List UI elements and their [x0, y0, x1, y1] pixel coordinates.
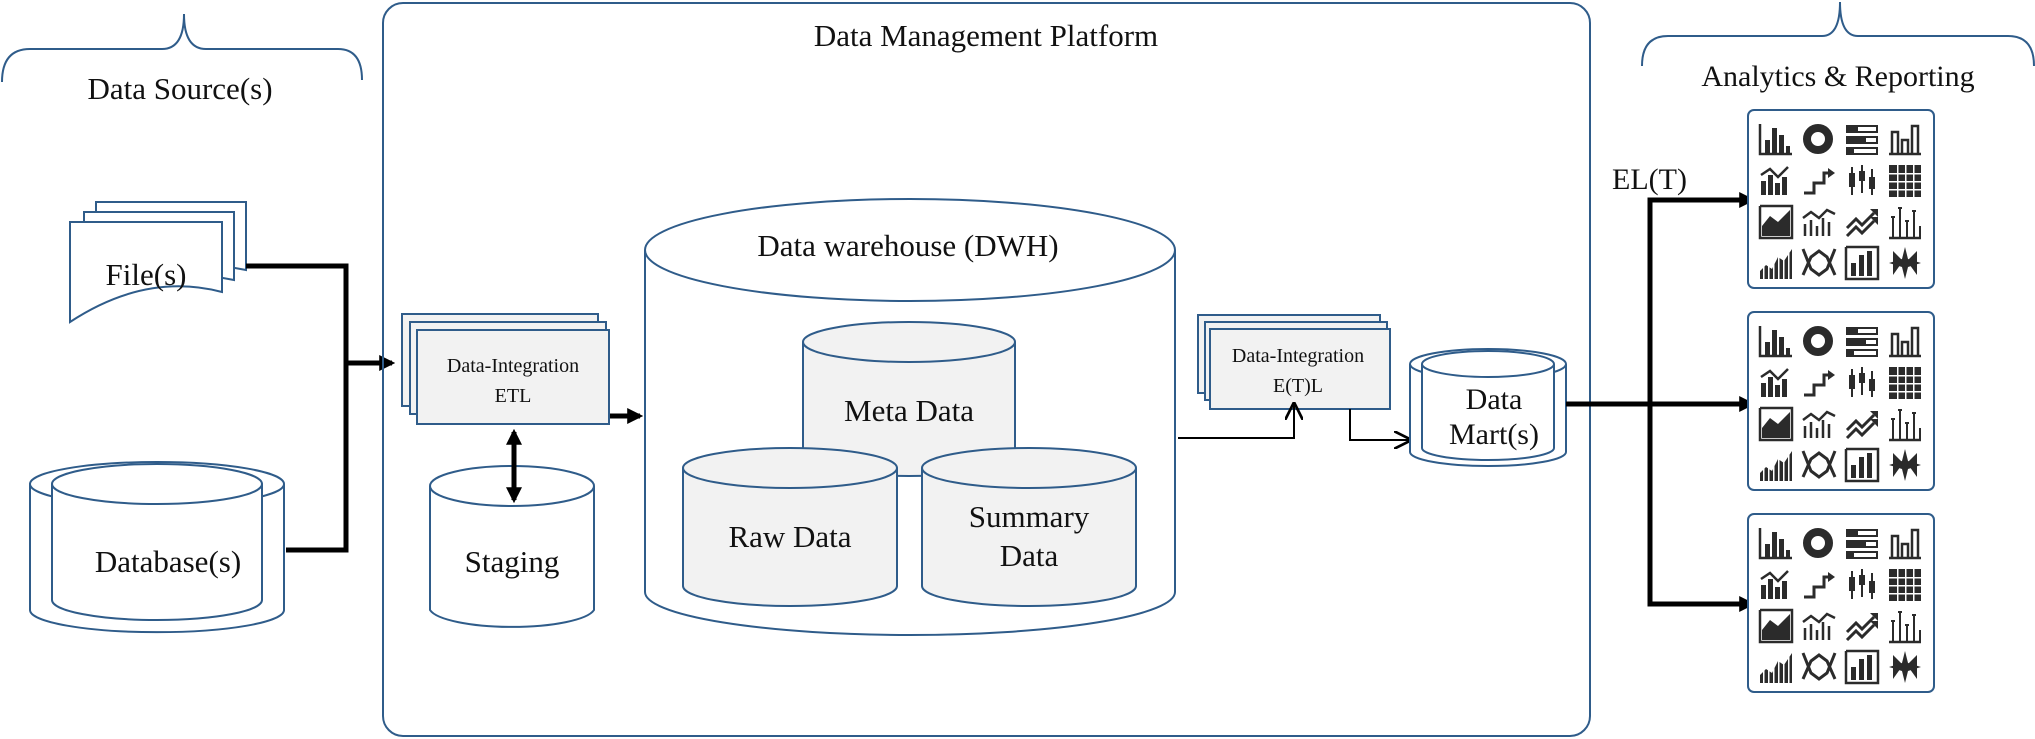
- candlestick-icon: [1849, 569, 1875, 599]
- analytics-title: Analytics & Reporting: [1701, 60, 1974, 93]
- parabola-icon: [1801, 248, 1837, 277]
- staging-label: Staging: [465, 544, 560, 579]
- star-chart-icon: [1889, 449, 1921, 481]
- report-panel-2: [1747, 311, 1935, 491]
- etl2-line1: Data-Integration: [1232, 345, 1364, 367]
- trend-arrows-icon: [1845, 411, 1878, 440]
- candlestick-icon: [1849, 367, 1875, 397]
- donut-chart-icon: [1803, 326, 1833, 356]
- combo-chart-icon: [1760, 570, 1789, 599]
- etl-line1: Data-Integration: [447, 355, 579, 377]
- files-label: File(s): [106, 257, 187, 292]
- data-sources-bracket: [1, 13, 363, 83]
- data-sources-title: Data Source(s): [87, 71, 272, 106]
- donut-chart-icon: [1803, 528, 1833, 558]
- dwh-title: Data warehouse (DWH): [757, 228, 1058, 263]
- line-column-icon: [1802, 410, 1836, 438]
- error-bar-icon: [1889, 611, 1921, 644]
- column-chart-icon: [1889, 528, 1921, 560]
- etl2-line2: E(T)L: [1273, 375, 1323, 397]
- combo-chart-icon: [1760, 166, 1789, 195]
- line-column-icon: [1802, 612, 1836, 640]
- grid-table-icon: [1889, 165, 1921, 197]
- grid-table-icon: [1889, 569, 1921, 601]
- parabola-icon: [1801, 652, 1837, 681]
- summary-data-line1: Summary: [969, 499, 1090, 534]
- area-chart-icon: [1758, 204, 1794, 240]
- dwh-to-etl2-arrow: [1178, 404, 1294, 439]
- data-integration-etl-box: [401, 313, 610, 425]
- report-panel-3: [1747, 513, 1935, 693]
- donut-chart-icon: [1803, 124, 1833, 154]
- histogram-area-icon: [1760, 451, 1792, 481]
- data-integration-etl2-box: [1197, 314, 1391, 410]
- trend-arrows-icon: [1845, 613, 1878, 642]
- elt-flow-label: EL(T): [1612, 163, 1687, 196]
- meta-data-label: Meta Data: [844, 393, 974, 428]
- star-chart-icon: [1889, 247, 1921, 279]
- summary-data-line2: Data: [1000, 538, 1059, 573]
- database-cylinder-icon: [29, 461, 285, 634]
- star-chart-icon: [1889, 651, 1921, 683]
- framed-bar-icon: [1844, 245, 1880, 281]
- platform-title: Data Management Platform: [814, 18, 1158, 53]
- meta-data-cylinder: [802, 321, 1016, 477]
- etl-line2: ETL: [495, 385, 532, 407]
- step-chart-icon: [1804, 370, 1835, 397]
- data-mart-line1: Data: [1466, 383, 1523, 416]
- data-management-platform-frame: [382, 2, 1591, 737]
- histogram-area-icon: [1760, 653, 1792, 683]
- step-chart-icon: [1804, 572, 1835, 599]
- source-arrows: [246, 263, 396, 553]
- database-label: Database(s): [95, 544, 241, 579]
- data-mart-cylinder: [1409, 348, 1567, 467]
- report-panel-1: [1747, 109, 1935, 289]
- error-bar-icon: [1889, 207, 1921, 240]
- grid-table-icon: [1889, 367, 1921, 399]
- area-chart-icon: [1758, 608, 1794, 644]
- step-chart-icon: [1804, 168, 1835, 195]
- histogram-area-icon: [1760, 249, 1792, 279]
- etl2-to-mart-arrow: [1349, 409, 1410, 440]
- column-chart-icon: [1889, 326, 1921, 358]
- raw-data-cylinder: [682, 447, 898, 607]
- line-column-icon: [1802, 208, 1836, 236]
- combo-chart-icon: [1760, 368, 1789, 397]
- error-bar-icon: [1889, 409, 1921, 442]
- framed-bar-icon: [1844, 447, 1880, 483]
- column-chart-icon: [1889, 124, 1921, 156]
- bar-chart-icon: [1758, 528, 1792, 560]
- stacked-bar-icon: [1846, 529, 1878, 559]
- parabola-icon: [1801, 450, 1837, 479]
- raw-data-label: Raw Data: [728, 519, 851, 554]
- bar-chart-icon: [1758, 124, 1792, 156]
- stacked-bar-icon: [1846, 125, 1878, 155]
- data-mart-line2: Mart(s): [1449, 418, 1539, 451]
- bar-chart-icon: [1758, 326, 1792, 358]
- reporting-arrows: [1566, 191, 1756, 613]
- trend-arrows-icon: [1845, 209, 1878, 238]
- area-chart-icon: [1758, 406, 1794, 442]
- analytics-bracket: [1641, 1, 2035, 67]
- stacked-bar-icon: [1846, 327, 1878, 357]
- framed-bar-icon: [1844, 649, 1880, 685]
- candlestick-icon: [1849, 165, 1875, 195]
- files-document-icon: [69, 201, 247, 324]
- summary-data-cylinder: [921, 447, 1137, 607]
